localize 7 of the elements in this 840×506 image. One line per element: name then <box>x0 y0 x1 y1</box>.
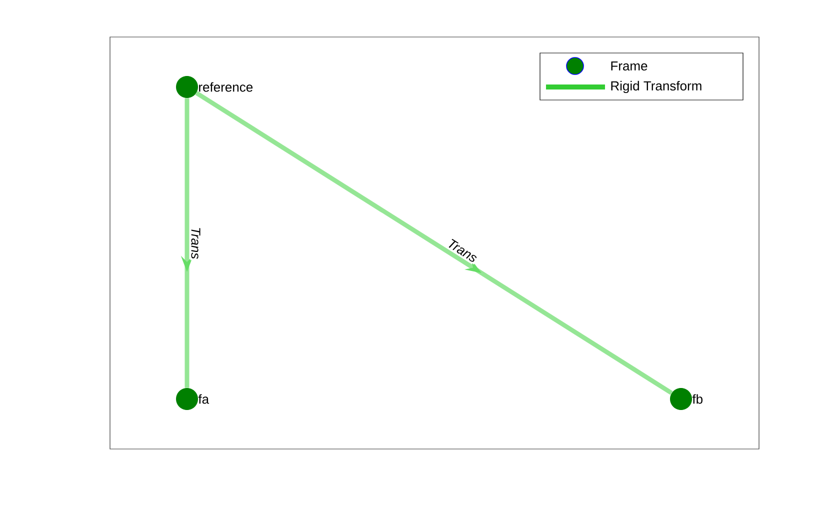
node-label: fa <box>198 394 210 404</box>
node-label: fb <box>692 394 702 404</box>
legend-label: Rigid Transform <box>611 80 702 94</box>
arrow <box>195 91 673 395</box>
edge-label: Trans <box>191 228 200 259</box>
legend-label: Frame <box>611 61 648 71</box>
node-label: reference <box>199 82 253 92</box>
